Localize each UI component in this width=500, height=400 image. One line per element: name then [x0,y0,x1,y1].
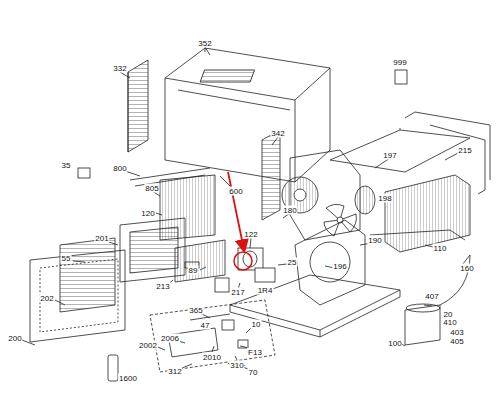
callout-number: 198 [377,194,392,203]
callout-number: 122 [243,230,258,239]
callout-number: 999 [392,58,407,67]
callout-number: 365 [188,306,203,315]
callout-number: 100 [387,339,402,348]
callout-number: 190 [367,236,382,245]
callout-number: F13 [247,348,263,357]
callout-number: 70 [248,368,259,377]
callout-number: 800 [112,164,127,173]
callout-number: 310 [229,361,244,370]
callout-number: 352 [197,39,212,48]
callout-number: 55 [61,254,72,263]
callout-number: 160 [459,264,474,273]
callout-number: 2006 [160,334,180,343]
callout-number: 410 [442,318,457,327]
callout-number: 332 [112,64,127,73]
callout-number: 197 [382,151,397,160]
callout-number: 2010 [202,353,222,362]
callout-number: 89 [188,266,199,275]
callout-number: 201 [94,234,109,243]
callout-number: 403 [449,328,464,337]
callout-number: 25 [287,258,298,267]
callout-number: 10 [251,320,262,329]
callout-number: 180 [282,206,297,215]
callout-number: 805 [144,184,159,193]
callout-number: 120 [140,209,155,218]
callout-number: 217 [230,288,245,297]
callout-number: 215 [457,146,472,155]
callout-number: 196 [332,262,347,271]
callout-number: 1R4 [257,286,274,295]
callout-number: 312 [167,367,182,376]
callout-number: 213 [155,282,170,291]
callout-number: 405 [449,337,464,346]
callout-number: 600 [228,187,243,196]
callout-number: 47 [200,321,211,330]
callout-number: 2002 [138,341,158,350]
callout-number: 202 [39,294,54,303]
callout-number: 200 [7,334,22,343]
callout-number: 407 [424,292,439,301]
callout-number: 1600 [118,374,138,383]
callout-number: 342 [270,129,285,138]
callout-number: 35 [61,161,72,170]
callout-number: 110 [433,244,448,253]
